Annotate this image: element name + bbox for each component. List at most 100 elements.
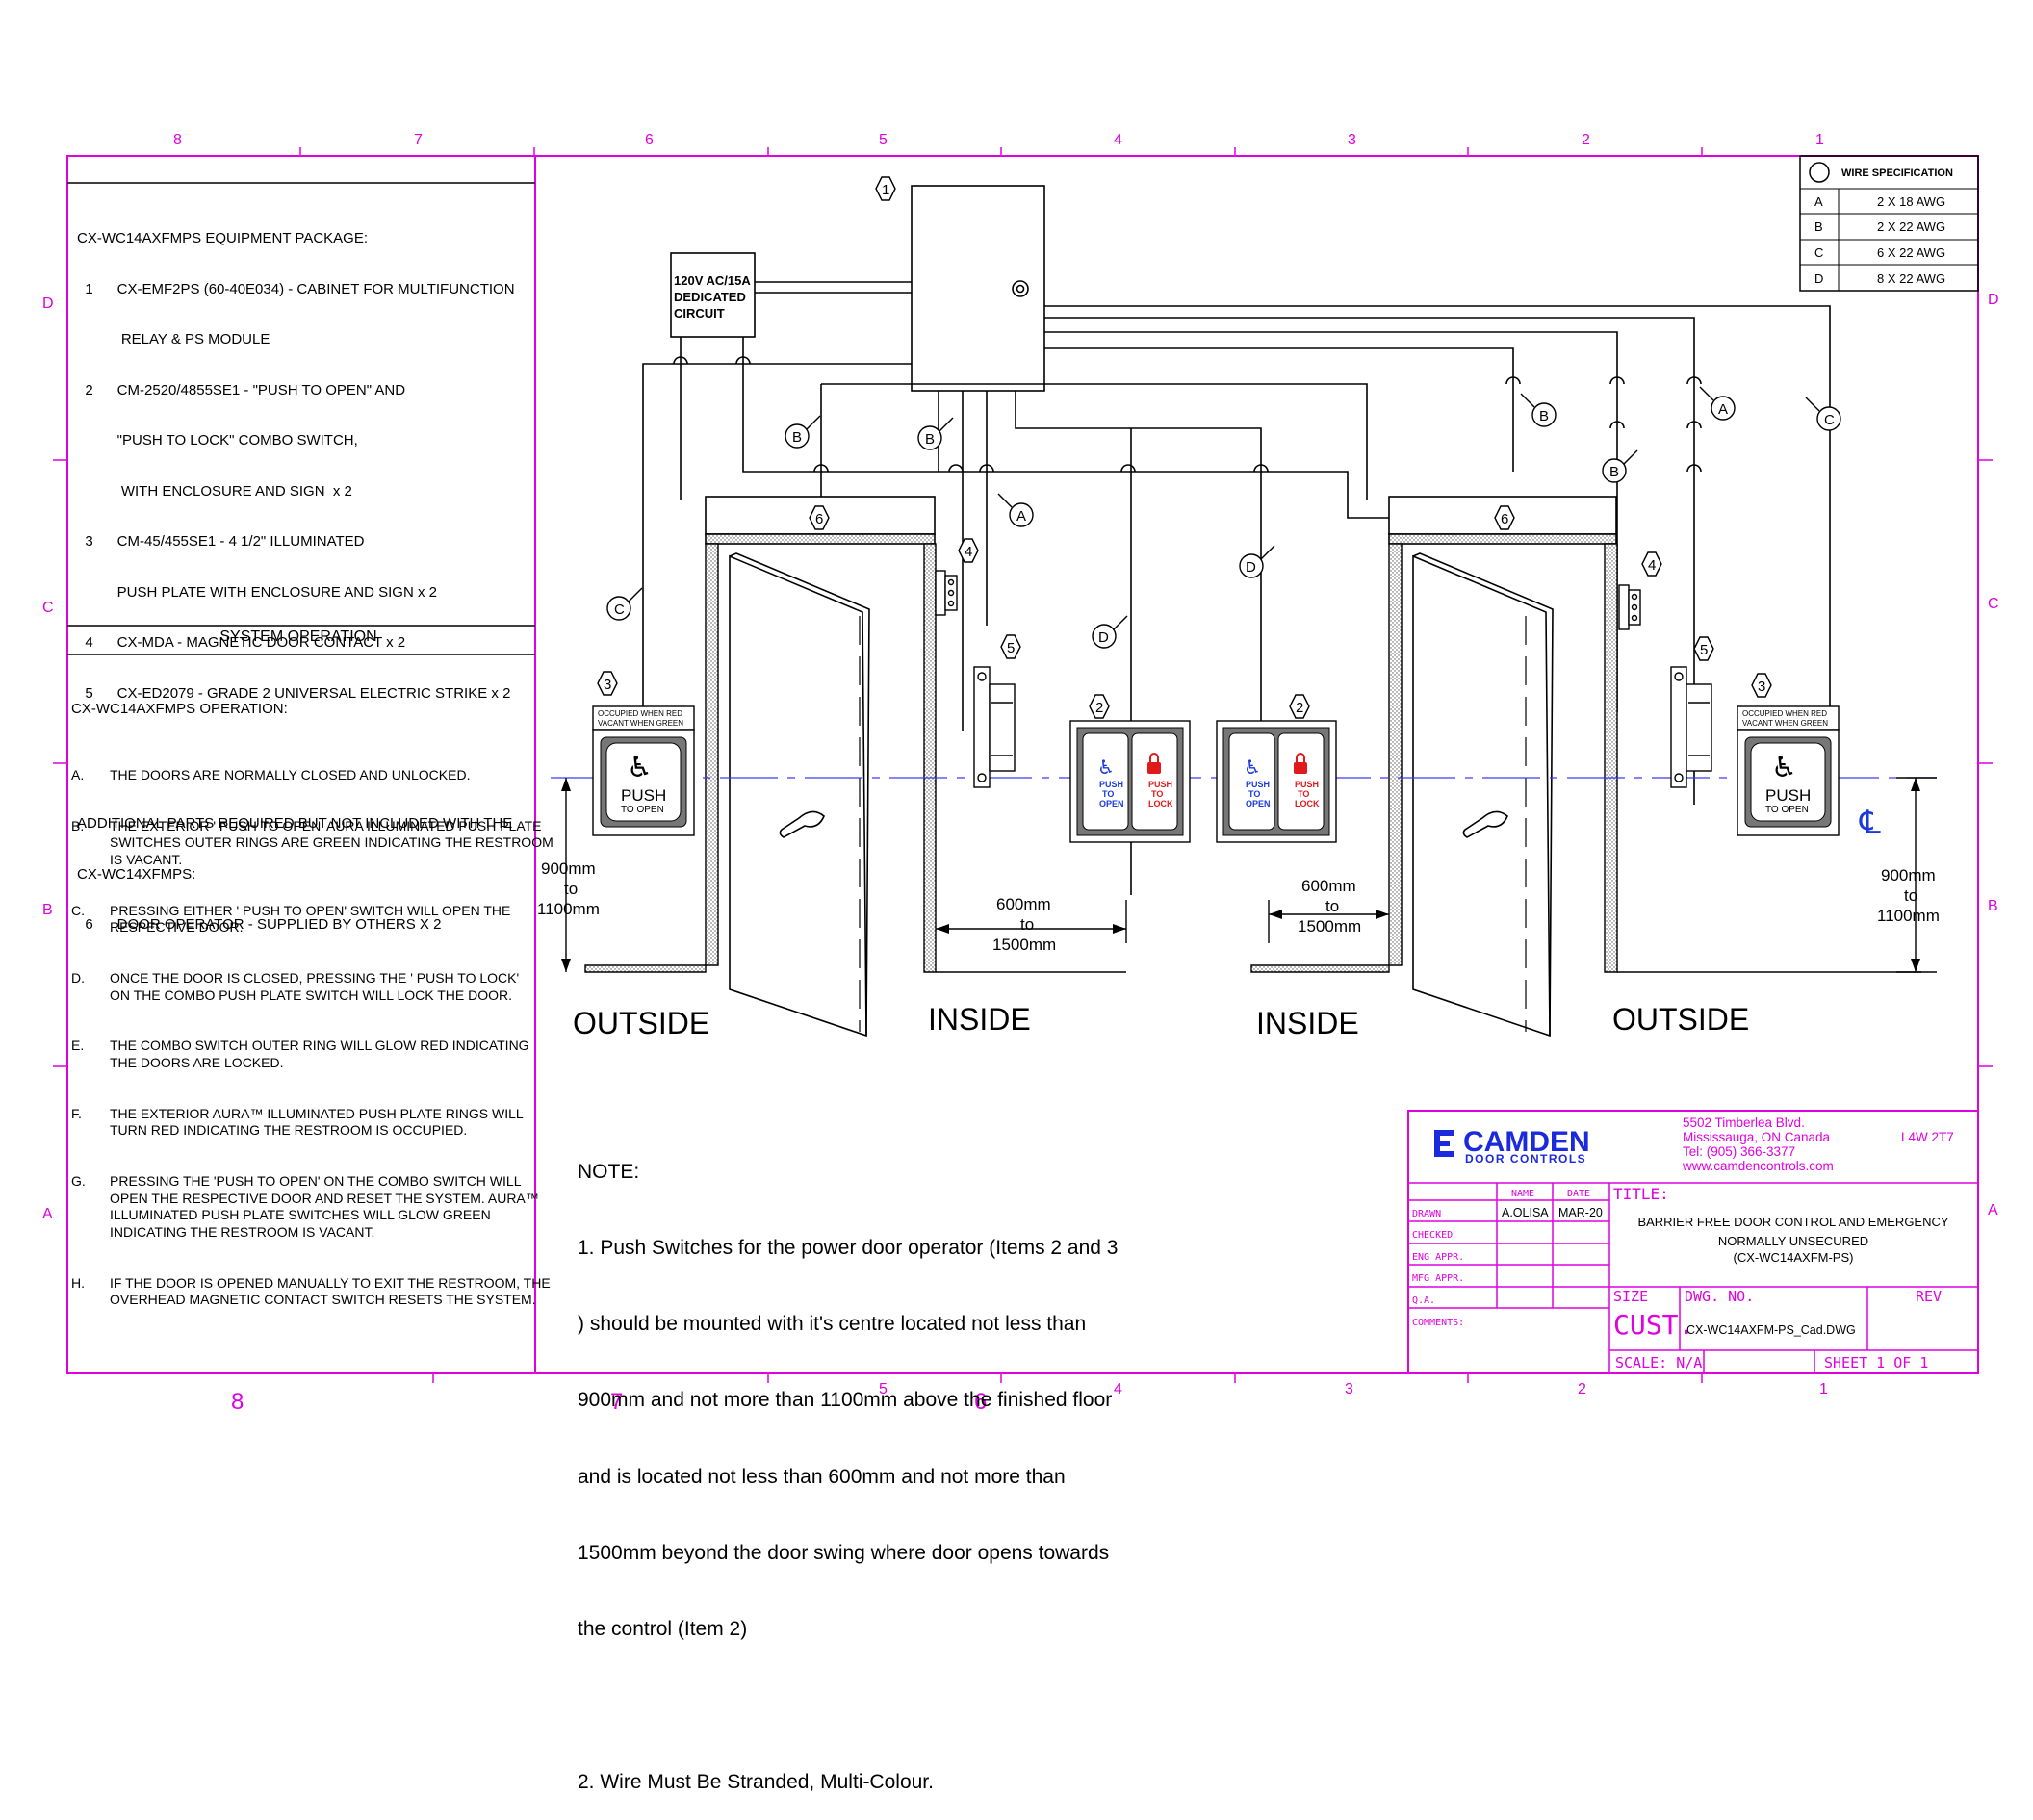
zone-right-D: D <box>1988 292 1999 308</box>
zone-bottom-4: 4 <box>1114 1381 1122 1397</box>
equipment-line: 5 CX-ED2079 - GRADE 2 UNIVERSAL ELECTRIC… <box>77 684 511 702</box>
wire-label-b3: B <box>1539 408 1549 424</box>
operation-text: THE DOORS ARE NORMALLY CLOSED AND UNLOCK… <box>110 766 471 782</box>
zone-bottom-6: 6 <box>974 1389 987 1415</box>
address-line-4: www.camdencontrols.com <box>1682 1159 1834 1173</box>
zone-bottom-5: 5 <box>879 1381 888 1397</box>
balloon-3-right: 3 <box>1758 679 1765 695</box>
operation-item: E.THE COMBO SWITCH OUTER RING WILL GLOW … <box>71 1038 553 1071</box>
camden-logo-mark <box>1434 1130 1454 1157</box>
zone-bottom-3: 3 <box>1345 1381 1353 1397</box>
combo-left-lock-2: TO <box>1151 789 1163 799</box>
row-eng-appr: ENG APPR. <box>1412 1252 1464 1263</box>
operation-text: ONCE THE DOOR IS CLOSED, PRESSING THE ' … <box>110 970 520 1003</box>
balloon-5-right: 5 <box>1700 642 1708 658</box>
note-line <box>578 1693 1118 1718</box>
title-line-2: NORMALLY UNSECURED <box>1718 1234 1868 1248</box>
push-plate-left-sign-2: VACANT WHEN GREEN <box>598 719 683 728</box>
equipment-heading: CX-WC14AXFMPS EQUIPMENT PACKAGE: <box>77 230 368 246</box>
push-plate-left-to-open: TO OPEN <box>621 805 664 815</box>
operation-item: H. IF THE DOOR IS OPENED MANUALLY TO EXIT… <box>71 1275 553 1309</box>
wire-label-b4: B <box>1609 464 1619 480</box>
operation-text: IF THE DOOR IS OPENED MANUALLY TO EXIT T… <box>110 1274 551 1308</box>
push-plate-left-push: PUSH <box>621 786 666 805</box>
wire-spec-d: 8 X 22 AWG <box>1877 271 1945 286</box>
drawn-date: MAR-20 <box>1558 1206 1603 1219</box>
dim-left-offset-2: to <box>1020 915 1034 934</box>
equipment-line: 3 CM-45/455SE1 - 4 1/2" ILLUMINATED <box>77 533 365 550</box>
camden-logo: CAMDEN DOOR CONTROLS <box>1434 1126 1590 1166</box>
combo-right-lock-2: TO <box>1298 789 1309 799</box>
balloon-2-right: 2 <box>1296 700 1303 716</box>
balloon-4-right: 4 <box>1648 557 1656 574</box>
push-plate-right-sign-1: OCCUPIED WHEN RED <box>1742 709 1827 718</box>
note-line: 1. Push Switches for the power door oper… <box>578 1237 1119 1260</box>
zone-bottom-1: 1 <box>1819 1381 1828 1397</box>
frame-zone-labels: 8 7 6 5 4 3 2 1 8 7 5 6 4 3 2 1 D C B A … <box>42 132 1999 1415</box>
wire-label-c2: C <box>1824 412 1835 428</box>
label-inside-left: INSIDE <box>928 1002 1031 1037</box>
operation-text: THE EXTERIOR AURA™ ILLUMINATED PUSH PLAT… <box>110 1105 524 1139</box>
power-circuit-box: 120V AC/15A DEDICATED CIRCUIT <box>670 252 756 338</box>
size-label: SIZE <box>1613 1288 1648 1305</box>
scale: SCALE: N/A <box>1615 1354 1702 1371</box>
zone-right-B: B <box>1988 898 1998 914</box>
svg-text:♿: ♿ <box>1097 756 1115 779</box>
note-title: NOTE: <box>578 1160 640 1183</box>
item-balloons <box>597 176 1772 719</box>
size-value: CUST. <box>1613 1309 1694 1341</box>
item-balloon-numbers: 1 6 6 4 4 5 5 3 3 2 2 <box>604 182 1765 716</box>
zone-right-C: C <box>1988 596 1999 612</box>
svg-text:♿: ♿ <box>1244 756 1261 779</box>
title-line-3: (CX-WC14AXFM-PS) <box>1734 1250 1854 1265</box>
drawing-frame <box>66 155 1979 1374</box>
operation-text: PRESSING EITHER ' PUSH TO OPEN' SWITCH W… <box>110 902 511 936</box>
col-date: DATE <box>1567 1189 1590 1199</box>
dwg-label: DWG. NO. <box>1685 1288 1754 1305</box>
zone-top-3: 3 <box>1348 132 1356 148</box>
zone-left-B: B <box>42 902 53 918</box>
power-line-1: 120V AC/15A <box>674 273 751 288</box>
logo-sub: DOOR CONTROLS <box>1465 1152 1586 1166</box>
logo-main: CAMDEN <box>1463 1126 1590 1158</box>
operation-key: H. <box>71 1274 85 1291</box>
combo-left-lock-3: LOCK <box>1148 799 1173 808</box>
dim-left-height-1: 900mm <box>541 859 596 878</box>
push-plate-right-push: PUSH <box>1765 786 1811 805</box>
dwg-value: CX-WC14AXFM-PS_Cad.DWG <box>1686 1323 1856 1337</box>
drawing-sheet: 8 7 6 5 4 3 2 1 8 7 5 6 4 3 2 1 D C B A … <box>42 132 1999 1415</box>
equipment-line: WITH ENCLOSURE AND SIGN x 2 <box>77 482 352 500</box>
push-plate-left-sign-1: OCCUPIED WHEN RED <box>598 709 682 718</box>
balloon-2-left: 2 <box>1095 700 1103 716</box>
door-right <box>1412 552 1554 1038</box>
label-inside-right: INSIDE <box>1256 1006 1359 1040</box>
operation-text: THE EXTERIOR ' PUSH TO OPEN' AURA ILLUMI… <box>110 817 553 867</box>
balloon-1-shape <box>875 176 896 201</box>
postal-code: L4W 2T7 <box>1901 1130 1954 1144</box>
dimension-labels: 900mm to 1100mm 900mm to 1100mm 600mm to… <box>537 859 1940 954</box>
wire-spec-c: 6 X 22 AWG <box>1877 245 1945 260</box>
note-line: 1500mm beyond the door swing where door … <box>578 1541 1110 1564</box>
zone-right-A: A <box>1988 1202 1998 1218</box>
zone-top-1: 1 <box>1815 132 1824 148</box>
balloon-6-left: 6 <box>815 511 823 527</box>
operation-item: A.THE DOORS ARE NORMALLY CLOSED AND UNLO… <box>71 767 553 784</box>
dimension-arrows <box>561 778 1920 972</box>
dim-left-height-3: 1100mm <box>537 900 600 918</box>
operation-item: C. PRESSING EITHER ' PUSH TO OPEN' SWITCH… <box>71 903 553 936</box>
operation-key: C. <box>71 902 85 918</box>
dim-right-offset-2: to <box>1325 897 1339 915</box>
note-line: and is located not less than 600mm and n… <box>578 1465 1066 1488</box>
operation-text: THE COMBO SWITCH OUTER RING WILL GLOW RE… <box>110 1038 529 1071</box>
combo-left-lock-1: PUSH <box>1148 780 1172 789</box>
additional-parts-line: CX-WC14XFMPS: <box>77 865 196 883</box>
wire-label-a1: A <box>1016 508 1026 525</box>
wire-label-c1: C <box>614 602 625 618</box>
zone-top-5: 5 <box>879 132 888 148</box>
row-qa: Q.A. <box>1412 1295 1435 1306</box>
address-line-2: Mississauga, ON Canada <box>1683 1130 1831 1144</box>
dimensions <box>565 777 1937 973</box>
operation-item: B.THE EXTERIOR ' PUSH TO OPEN' AURA ILLU… <box>71 818 553 869</box>
wire-code-d: D <box>1814 271 1823 286</box>
operation-heading: CX-WC14AXFMPS OPERATION: <box>71 701 288 718</box>
